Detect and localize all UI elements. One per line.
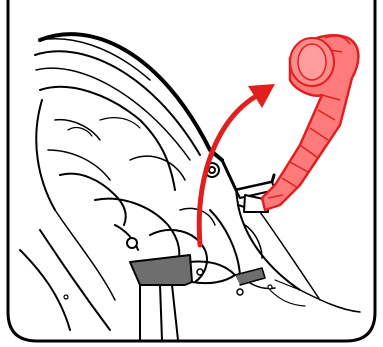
clip-bracket-icon	[130, 255, 265, 340]
removable-part-icon	[262, 35, 358, 210]
